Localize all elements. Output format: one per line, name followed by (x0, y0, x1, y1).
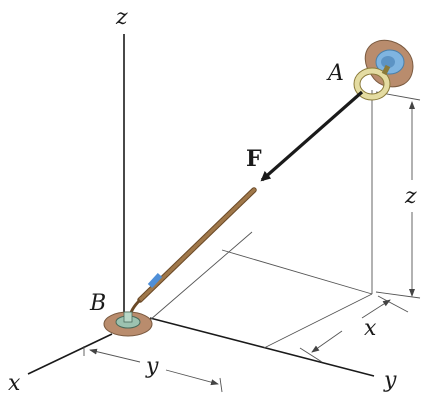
y-axis-line (149, 317, 375, 377)
x-axis-line (27, 333, 113, 375)
rope-blue-band (147, 272, 163, 289)
z-axis-label: z (115, 5, 128, 30)
force-arrow (260, 90, 364, 182)
y-axis-label: y (383, 368, 397, 393)
construction-lines (149, 90, 373, 349)
dimension-y (83, 346, 223, 393)
dimension-x-label: x (364, 316, 377, 341)
x-axis-label: x (8, 371, 21, 396)
ground-anchor-b (103, 311, 153, 337)
dimension-z-label: z (404, 184, 417, 209)
point-a-label: A (326, 61, 344, 86)
dimension-x (299, 295, 409, 363)
dimension-y-label: y (145, 354, 159, 379)
ring-a (353, 64, 391, 101)
rope (128, 187, 257, 323)
point-b-label: B (89, 291, 106, 316)
force-label: F (246, 146, 262, 172)
